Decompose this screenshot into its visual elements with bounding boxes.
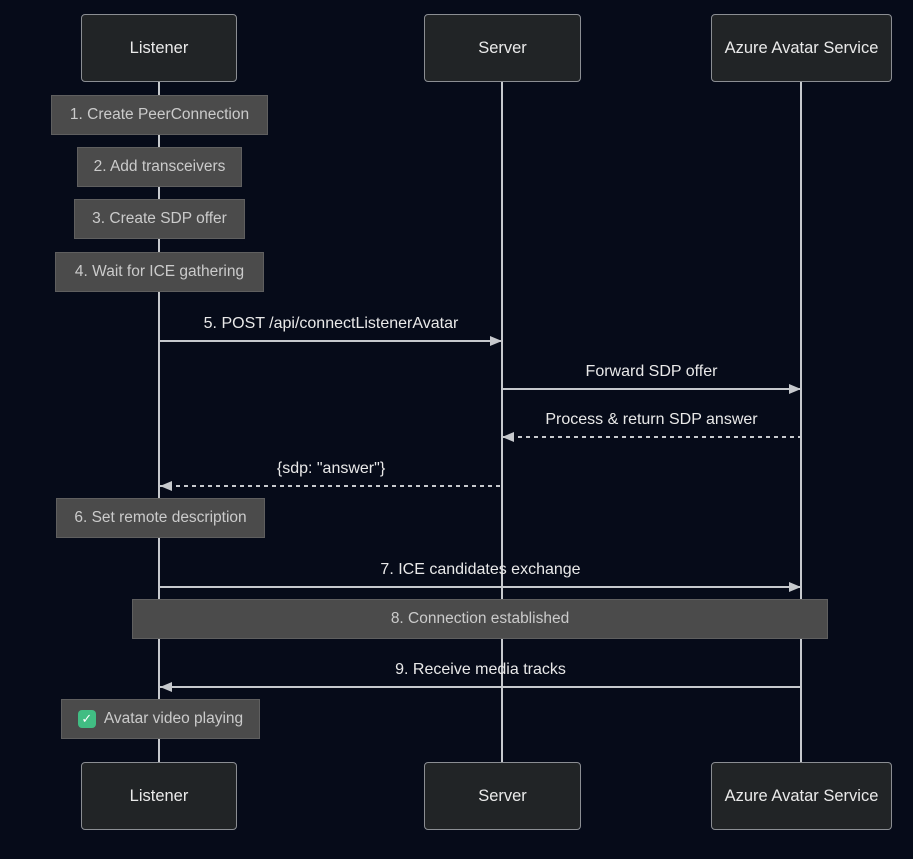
arrowhead-right-icon — [789, 384, 801, 394]
note-text: Avatar video playing — [103, 710, 244, 727]
lifeline-azure-avatar-service — [800, 82, 802, 762]
message-forward-sdp-offer: Forward SDP offer — [502, 361, 801, 394]
note-add-transceivers: 2. Add transceivers — [77, 147, 242, 187]
note-text: 1. Create PeerConnection — [69, 106, 250, 123]
message-line-dashed — [502, 436, 801, 438]
note-create-peerconnection: 1. Create PeerConnection — [51, 95, 268, 135]
message-label: Process & return SDP answer — [545, 411, 758, 428]
message-post-connect-listener-avatar: 5. POST /api/connectListenerAvatar — [160, 313, 502, 346]
message-label: 7. ICE candidates exchange — [380, 561, 581, 578]
arrowhead-right-icon — [789, 582, 801, 592]
note-text: 4. Wait for ICE gathering — [74, 263, 245, 280]
message-ice-candidates-exchange: 7. ICE candidates exchange — [160, 559, 801, 592]
actor-label: Azure Avatar Service — [724, 38, 879, 57]
actor-label: Listener — [129, 786, 189, 805]
actor-top-listener: Listener — [81, 14, 237, 82]
note-create-sdp-offer: 3. Create SDP offer — [74, 199, 245, 239]
message-line-solid — [160, 686, 801, 688]
lifeline-server — [501, 82, 503, 762]
message-receive-media-tracks: 9. Receive media tracks — [160, 659, 801, 692]
message-label: 5. POST /api/connectListenerAvatar — [203, 315, 459, 332]
arrowhead-left-icon — [160, 481, 172, 491]
lifeline-listener — [158, 82, 160, 762]
message-label: {sdp: "answer"} — [276, 460, 386, 477]
actor-top-server: Server — [424, 14, 581, 82]
arrowhead-left-icon — [502, 432, 514, 442]
note-text: 3. Create SDP offer — [92, 210, 227, 227]
message-sdp-answer-payload: {sdp: "answer"} — [160, 458, 502, 491]
actor-bottom-azure-avatar-service: Azure Avatar Service — [711, 762, 892, 830]
actor-label: Server — [478, 786, 527, 805]
message-line-solid — [160, 340, 502, 342]
note-wait-ice-gathering: 4. Wait for ICE gathering — [55, 252, 264, 292]
actor-bottom-listener: Listener — [81, 762, 237, 830]
actor-label: Server — [478, 38, 527, 57]
note-text: 6. Set remote description — [74, 509, 247, 526]
actor-top-azure-avatar-service: Azure Avatar Service — [711, 14, 892, 82]
actor-label: Listener — [129, 38, 189, 57]
note-text: 8. Connection established — [390, 610, 570, 627]
message-line-dashed — [160, 485, 502, 487]
message-label: Forward SDP offer — [585, 363, 718, 380]
message-process-return-sdp-answer: Process & return SDP answer — [502, 409, 801, 442]
actor-bottom-server: Server — [424, 762, 581, 830]
message-line-solid — [502, 388, 801, 390]
message-line-solid — [160, 586, 801, 588]
actor-label: Azure Avatar Service — [724, 786, 879, 805]
note-set-remote-description: 6. Set remote description — [56, 498, 265, 538]
arrowhead-left-icon — [160, 682, 172, 692]
note-avatar-video-playing: ✓ Avatar video playing — [61, 699, 260, 739]
note-text: 2. Add transceivers — [93, 158, 226, 175]
note-connection-established: 8. Connection established — [132, 599, 828, 639]
arrowhead-right-icon — [490, 336, 502, 346]
message-label: 9. Receive media tracks — [395, 661, 566, 678]
check-icon: ✓ — [77, 710, 96, 728]
